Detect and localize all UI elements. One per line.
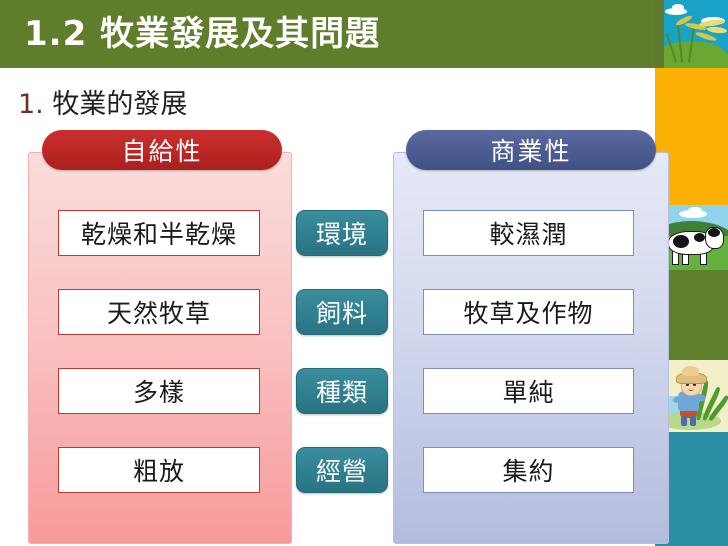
subtitle-number: 1. bbox=[18, 89, 44, 120]
commercial-header: 商業性 bbox=[406, 130, 656, 170]
category-label: 經營 bbox=[296, 447, 388, 493]
cloud-icon bbox=[665, 8, 687, 15]
category-label: 環境 bbox=[296, 210, 388, 256]
sidebar-left-band bbox=[655, 0, 664, 68]
comparison-row: 天然牧草 飼料 牧草及作物 bbox=[0, 289, 680, 335]
slide-title: 1.2 牧業發展及其問題 bbox=[24, 14, 381, 54]
comparison-diagram: 自給性 商業性 乾燥和半乾燥 環境 較濕潤 天然牧草 飼料 牧草及作物 多樣 種… bbox=[0, 130, 680, 546]
slide-subtitle: 1. 牧業的發展 bbox=[18, 88, 187, 122]
commercial-value: 集約 bbox=[423, 447, 634, 493]
commercial-value: 較濕潤 bbox=[423, 210, 634, 256]
farmer-leg bbox=[681, 416, 687, 426]
subtitle-label: 牧業的發展 bbox=[52, 89, 188, 120]
cow-spot bbox=[694, 233, 705, 242]
commercial-value: 單純 bbox=[423, 368, 634, 414]
farmer-eye bbox=[686, 383, 689, 386]
farmer-leg bbox=[690, 416, 696, 426]
category-label: 飼料 bbox=[296, 289, 388, 335]
cloud-icon bbox=[672, 4, 684, 11]
comparison-row: 粗放 經營 集約 bbox=[0, 447, 680, 493]
category-label: 種類 bbox=[296, 368, 388, 414]
cow-spot bbox=[708, 228, 720, 237]
slide-title-bar: 1.2 牧業發展及其問題 bbox=[0, 0, 655, 68]
farmer-hat-crown bbox=[682, 366, 699, 376]
self-sufficient-value: 多樣 bbox=[58, 368, 260, 414]
cloud-icon bbox=[688, 207, 702, 214]
self-sufficient-value: 粗放 bbox=[58, 447, 260, 493]
farmer-mouth bbox=[688, 387, 694, 391]
cow-spot bbox=[673, 235, 689, 248]
comparison-row: 乾燥和半乾燥 環境 較濕潤 bbox=[0, 210, 680, 256]
farmer-eye bbox=[693, 383, 696, 386]
self-sufficient-header: 自給性 bbox=[42, 130, 282, 170]
cloud-icon bbox=[679, 210, 707, 218]
self-sufficient-value: 天然牧草 bbox=[58, 289, 260, 335]
self-sufficient-value: 乾燥和半乾燥 bbox=[58, 210, 260, 256]
commercial-value: 牧草及作物 bbox=[423, 289, 634, 335]
rice-plant-image bbox=[655, 0, 728, 68]
comparison-row: 多樣 種類 單純 bbox=[0, 368, 680, 414]
